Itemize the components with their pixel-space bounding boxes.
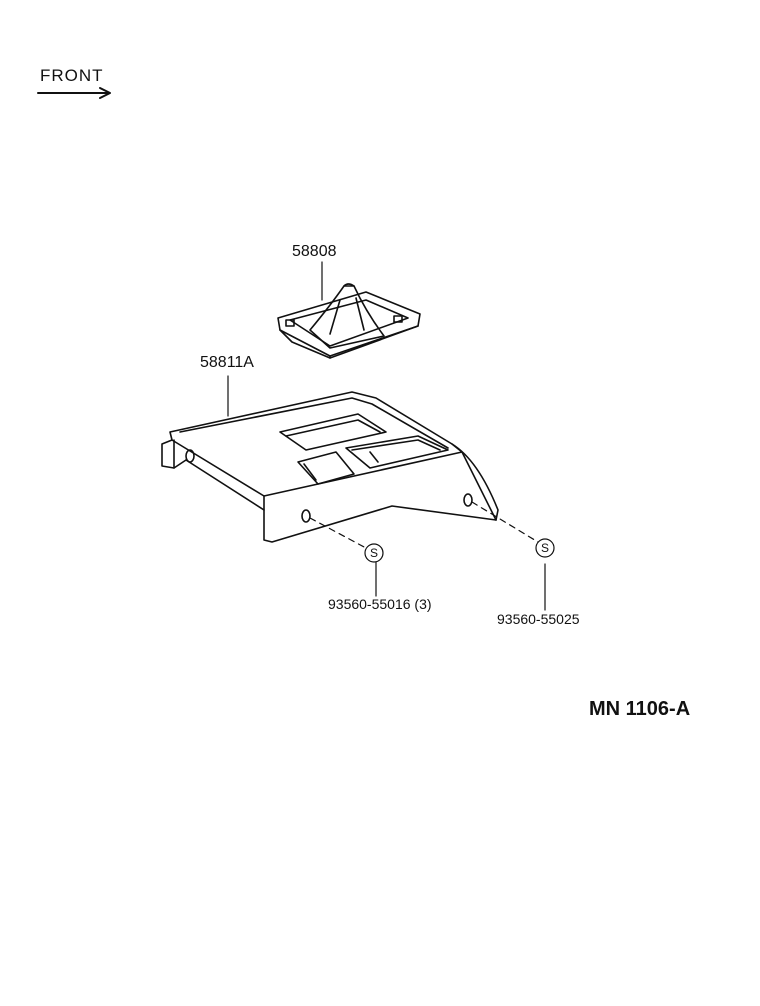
callout-screw-right: 93560-55025 — [497, 611, 580, 627]
callout-screw-left: 93560-55016 (3) — [328, 596, 432, 612]
screw-leader-right — [471, 501, 555, 611]
screw-symbol-right: S — [540, 541, 549, 555]
console-panel-part — [161, 375, 499, 543]
screw-leader-left — [309, 517, 384, 597]
callout-console-panel: 58811A — [200, 354, 254, 371]
screw-symbol-left: S — [369, 546, 378, 560]
front-arrow-icon — [37, 87, 111, 99]
callout-shift-boot: 58808 — [292, 243, 337, 260]
front-label: FRONT — [40, 66, 104, 85]
diagram-code: MN 1106-A — [589, 698, 691, 720]
shift-boot-part — [277, 261, 421, 359]
